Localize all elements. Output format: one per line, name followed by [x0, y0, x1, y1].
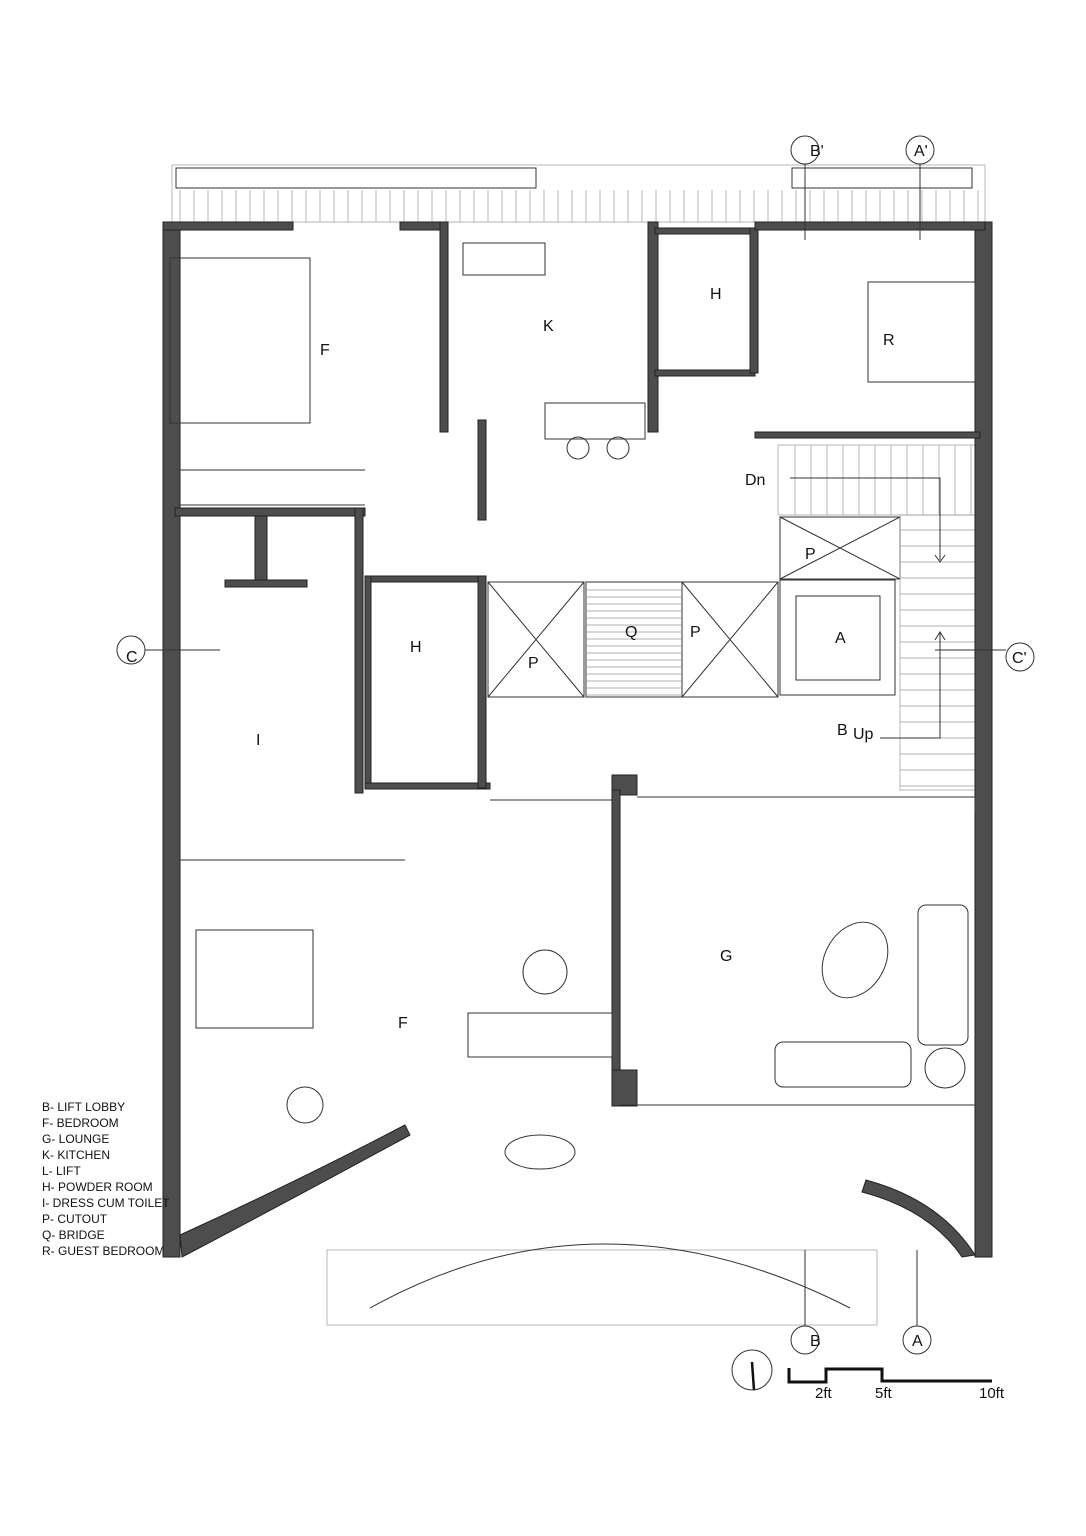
- lift: [779, 579, 896, 696]
- room-label-powder-room-2: H: [410, 639, 422, 656]
- scale-tick: 2ft: [815, 1385, 833, 1402]
- bed: [169, 257, 311, 424]
- sofa: [467, 1012, 613, 1058]
- room-labels: F K H R H I P Q P P A G F Dn Up B: [256, 286, 895, 1032]
- legend-item: R- GUEST BEDROOM: [42, 1244, 164, 1258]
- lounge-sofa-2: [917, 904, 969, 1046]
- north-arrow: [731, 1349, 773, 1391]
- section-markers: B' A' B A C C': [116, 135, 1035, 1355]
- section-c-right: C': [1012, 650, 1027, 667]
- bottom-deck: [326, 1249, 878, 1326]
- legend-item: L- LIFT: [42, 1164, 81, 1178]
- scale-tick: 10ft: [979, 1385, 1005, 1402]
- room-label-dress-toilet: I: [256, 732, 260, 749]
- scale-tick: 5ft: [875, 1385, 893, 1402]
- stair-down-label: Dn: [745, 472, 765, 489]
- planter-left: [175, 167, 537, 189]
- legend-item: B- LIFT LOBBY: [42, 1100, 125, 1114]
- legend-item: G- LOUNGE: [42, 1132, 109, 1146]
- legend: B- LIFT LOBBY F- BEDROOM G- LOUNGE K- KI…: [42, 1100, 170, 1258]
- bed-2: [195, 929, 314, 1029]
- room-label-lounge: G: [720, 948, 732, 965]
- room-label-guest-bedroom: R: [883, 332, 895, 349]
- cutouts: [487, 516, 901, 698]
- section-c-left: C: [126, 649, 138, 666]
- staircase: [777, 444, 976, 791]
- room-label-cutout-2: P: [690, 624, 701, 641]
- legend-item: Q- BRIDGE: [42, 1228, 105, 1242]
- stair-up-label: Up: [853, 726, 874, 743]
- scale-bar: 2ft 5ft 10ft: [787, 1367, 1005, 1402]
- legend-item: F- BEDROOM: [42, 1116, 119, 1130]
- bridge: [585, 581, 683, 698]
- section-a-top: A': [914, 143, 928, 160]
- lift-lobby-label: B: [837, 722, 848, 739]
- room-label-bridge: Q: [625, 624, 637, 641]
- room-label-bedroom: F: [320, 342, 330, 359]
- lounge-sofa: [774, 1041, 912, 1088]
- walls: [162, 221, 993, 1258]
- top-deck: [171, 164, 986, 223]
- room-label-cutout-3: P: [805, 546, 816, 563]
- room-label-kitchen: K: [543, 318, 554, 335]
- section-a-bottom: A: [912, 1333, 923, 1350]
- planter-right: [791, 167, 973, 189]
- legend-item: I- DRESS CUM TOILET: [42, 1196, 170, 1210]
- interior-lines: [169, 242, 976, 1326]
- kitchen-island: [544, 402, 646, 440]
- room-label-bedroom-2: F: [398, 1015, 408, 1032]
- room-label-cutout-1: P: [528, 655, 539, 672]
- section-b-top: B': [810, 143, 824, 160]
- room-label-powder-room: H: [710, 286, 722, 303]
- section-b-bottom: B: [810, 1333, 821, 1350]
- guest-bed: [867, 281, 976, 383]
- legend-item: P- CUTOUT: [42, 1212, 108, 1226]
- room-label-lift: A: [835, 630, 846, 647]
- legend-item: H- POWDER ROOM: [42, 1180, 153, 1194]
- legend-item: K- KITCHEN: [42, 1148, 110, 1162]
